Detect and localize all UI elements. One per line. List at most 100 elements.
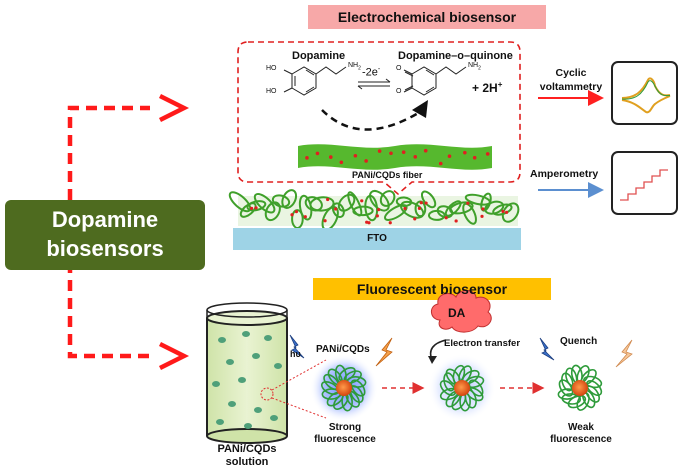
mesh-dot xyxy=(303,215,307,219)
mesh-loop xyxy=(462,202,477,225)
o-bottom-label: O xyxy=(396,88,402,95)
dashed-connector-top xyxy=(67,93,190,200)
mesh-dot xyxy=(466,201,470,205)
mesh-loop xyxy=(291,209,304,229)
nh2-label-right: NH2 xyxy=(468,62,481,71)
mesh-dot xyxy=(480,214,484,218)
electron-transfer-arrowhead xyxy=(428,356,437,364)
beaker-particle xyxy=(244,423,252,429)
fiber-dot xyxy=(485,152,490,156)
strong-fluorescence-label: Strong fluorescence xyxy=(300,422,390,446)
nh2-label-left: NH2 xyxy=(348,62,361,71)
mesh-dot xyxy=(419,201,423,205)
mesh-dot xyxy=(375,214,379,218)
solution-line2: solution xyxy=(225,456,269,468)
weak-line1: Weak xyxy=(568,422,594,433)
mesh-dot xyxy=(501,209,505,213)
mesh-dot xyxy=(294,210,299,214)
beaker-particle xyxy=(254,407,262,413)
protons-text: + 2H xyxy=(472,81,498,95)
dopamine-biosensors-box xyxy=(5,200,205,270)
mesh-dot xyxy=(454,219,458,223)
cv-label-line2: voltammetry xyxy=(539,81,603,93)
polymer-loop xyxy=(576,392,590,411)
dashed-connector-bottom xyxy=(67,262,190,371)
mesh-dot xyxy=(444,216,448,220)
beaker-particle xyxy=(216,419,224,425)
beaker-particle xyxy=(270,415,278,421)
quench-label: Quench xyxy=(560,336,598,347)
dopamine-structure xyxy=(283,66,347,96)
quinone-structure xyxy=(403,66,467,96)
lightning-blue-icon xyxy=(289,334,305,359)
electrons-text: -2e xyxy=(362,66,378,79)
weak-fluorescence-label: Weak fluorescence xyxy=(536,422,626,446)
fiber-dot xyxy=(377,149,382,153)
ho-top-label: HO xyxy=(266,65,277,72)
lightning-orange-icon xyxy=(375,337,393,367)
fiber-dot xyxy=(305,156,309,160)
fiber-dot xyxy=(447,154,452,159)
fiber-label: PANi/CQDs fiber xyxy=(352,170,423,180)
polymer-loop xyxy=(585,379,603,397)
reaction-callout xyxy=(237,41,521,196)
nh2-text-2: NH xyxy=(468,62,479,69)
da-label: DA xyxy=(448,306,466,320)
highlight-circle xyxy=(260,387,274,401)
o-top-label: O xyxy=(396,65,402,72)
particle-weak xyxy=(557,364,603,411)
fto-substrate xyxy=(233,228,521,250)
fiber-dot xyxy=(364,159,368,163)
fiber-dot xyxy=(438,161,443,166)
fiber-dot xyxy=(339,160,344,165)
weak-line2: fluorescence xyxy=(550,434,612,445)
mesh-dot xyxy=(417,206,422,210)
cv-label-line1: Cyclic xyxy=(555,67,587,79)
mesh-loop xyxy=(379,190,396,207)
lightning-faint-icon xyxy=(615,339,633,368)
mesh-cqd-dots xyxy=(249,197,509,225)
fiber-dot xyxy=(315,151,320,156)
fiber-dot xyxy=(423,148,428,153)
cv-label: Cyclic voltammetry xyxy=(526,66,616,94)
cv-plot-box xyxy=(611,61,678,125)
mesh-loop xyxy=(331,202,345,218)
mesh-dot xyxy=(403,206,407,211)
da-cloud xyxy=(431,289,492,333)
amperometry-label: Amperometry xyxy=(530,168,599,180)
dopamine-biosensors-label: Dopamine biosensors xyxy=(5,205,205,263)
protons-label: + 2H+ xyxy=(472,80,502,95)
hv-label: hυ xyxy=(290,349,301,359)
fiber-dot xyxy=(328,155,333,159)
beaker-particle xyxy=(226,359,234,365)
mesh-dot xyxy=(334,207,338,211)
fiber-dot xyxy=(401,150,406,155)
mesh-loop xyxy=(239,202,257,218)
fiber-dot xyxy=(463,150,467,155)
beaker-particle xyxy=(252,353,260,359)
mesh-loop xyxy=(444,200,462,217)
beaker-particle xyxy=(274,363,282,369)
product-label: Dopamine–o–quinone xyxy=(398,50,513,62)
beaker-particles xyxy=(212,331,282,429)
mesh-loop xyxy=(253,193,276,214)
mesh-dot xyxy=(254,206,258,210)
mesh-loop xyxy=(501,202,520,223)
beaker-particle xyxy=(264,335,272,341)
beaker-particle xyxy=(218,337,226,343)
left-box-line2: biosensors xyxy=(46,236,164,261)
nh2-sub-2: 2 xyxy=(478,65,481,72)
mesh-loop xyxy=(449,201,474,215)
strong-line1: Strong xyxy=(328,422,362,433)
mesh-loop xyxy=(281,189,298,209)
beaker-particle xyxy=(228,401,236,407)
mesh-loop xyxy=(369,189,390,212)
beaker xyxy=(206,302,288,444)
oxidation-arrowhead xyxy=(412,100,428,118)
mesh-loop xyxy=(309,196,335,212)
electrochemical-title: Electrochemical biosensor xyxy=(337,9,517,25)
mesh-dot xyxy=(326,197,330,202)
beaker-particle xyxy=(212,381,220,387)
mesh-loop xyxy=(264,201,281,222)
